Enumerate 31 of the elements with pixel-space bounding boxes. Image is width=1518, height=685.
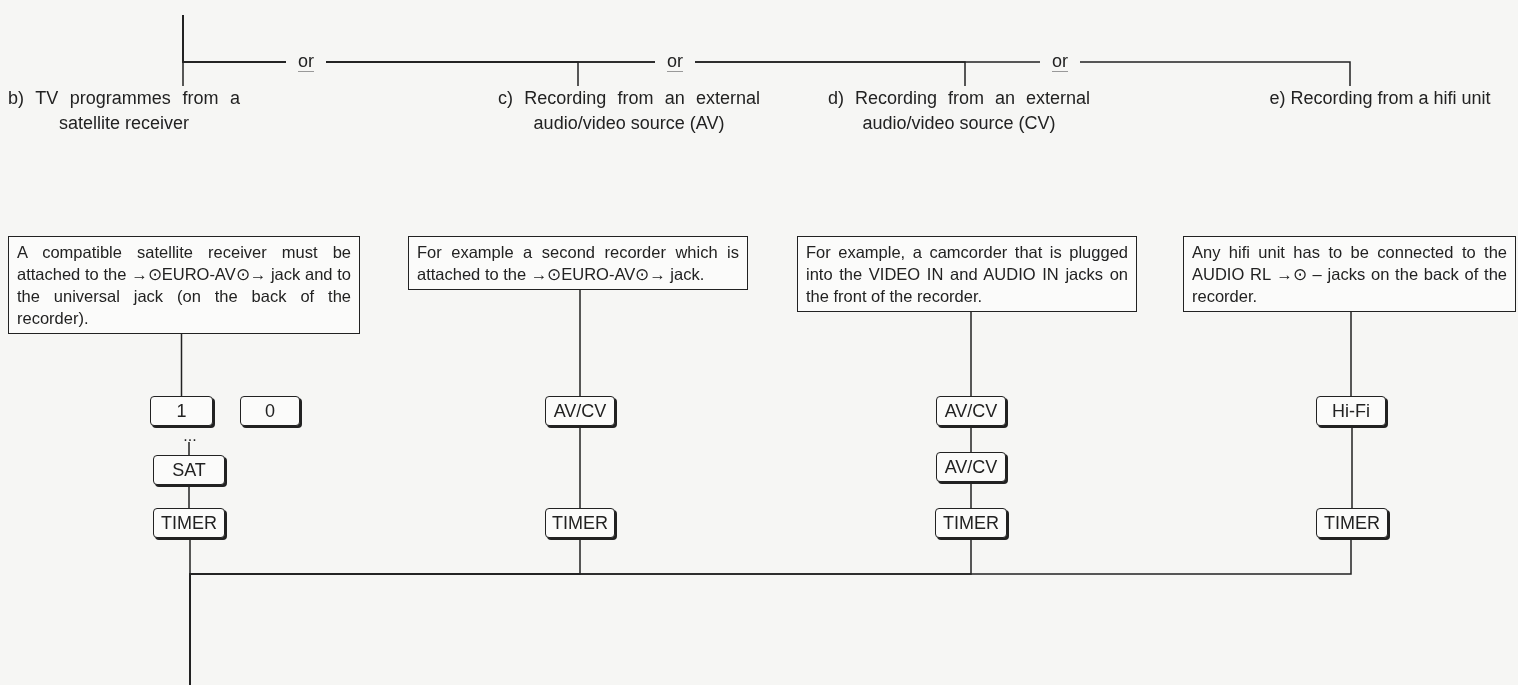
key-symbol: Hi-Fi <box>1316 396 1386 426</box>
connector-line <box>188 441 190 456</box>
connector-line <box>970 481 972 509</box>
note-box: For example a second recorder which is attached to the →⊙EURO-AV⊙→ jack. <box>408 236 748 290</box>
option-heading: e) Recording from a hifi unit <box>1245 86 1515 111</box>
key-symbol: AV/CV <box>936 452 1006 482</box>
note-box: A compatible satellite receiver must be attached to the →⊙EURO-AV⊙→ jack and to the universal jack (on the back of the recorder). <box>8 236 360 334</box>
option-heading: d) Recording from an external audio/video source (CV) <box>828 86 1090 136</box>
connector-line <box>180 333 183 397</box>
connector-line <box>1350 311 1352 397</box>
option-heading: b) TV programmes from a satellite receiver <box>8 86 240 136</box>
connector-line <box>970 425 972 453</box>
key-symbol: AV/CV <box>545 396 615 426</box>
key-symbol: 1 <box>150 396 213 426</box>
connector-line <box>1351 425 1353 509</box>
option-heading: c) Recording from an external audio/video source (AV) <box>498 86 760 136</box>
key-symbol: TIMER <box>545 508 615 538</box>
key-symbol: SAT <box>153 455 225 485</box>
connector-line <box>182 14 1351 87</box>
key-symbol: AV/CV <box>936 396 1006 426</box>
ellipsis-text: ... <box>180 430 200 442</box>
note-box: For example, a camcorder that is plugged into the VIDEO IN and AUDIO IN jacks on the front of the recorder. <box>797 236 1137 312</box>
key-symbol: TIMER <box>153 508 225 538</box>
key-symbol: 0 <box>240 396 300 426</box>
connector-line <box>970 311 972 397</box>
connector-line <box>188 484 190 509</box>
key-symbol: TIMER <box>1316 508 1388 538</box>
connector-line <box>579 425 581 509</box>
key-symbol: TIMER <box>935 508 1007 538</box>
connector-line <box>579 289 581 397</box>
note-box: Any hifi unit has to be connected to the AUDIO RL →⊙ – jacks on the back of the recorder. <box>1183 236 1516 312</box>
